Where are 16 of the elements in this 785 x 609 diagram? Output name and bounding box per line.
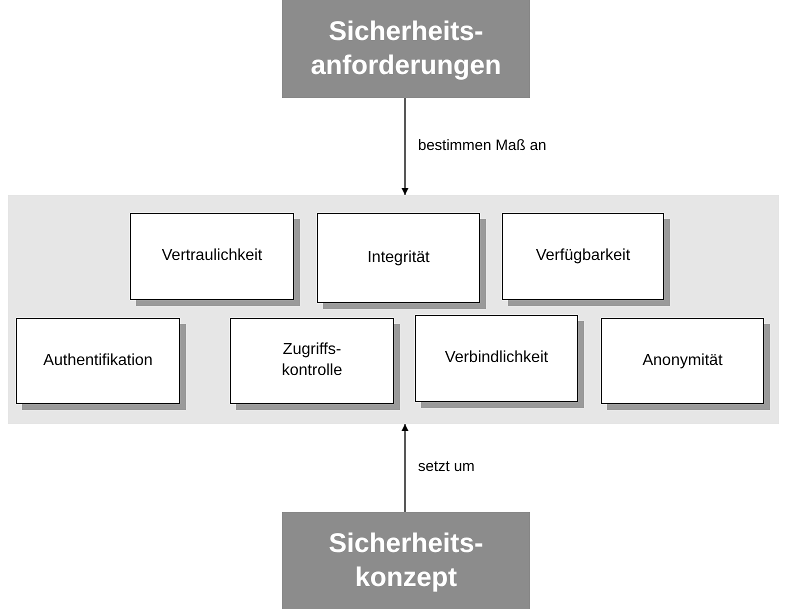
node-text: Zugriffs- kontrolle — [280, 340, 344, 381]
edge-label: bestimmen Maß an — [418, 136, 546, 154]
edge-label: setzt um — [418, 458, 475, 475]
node-text: Verbindlichkeit — [444, 348, 548, 368]
node-text: Authentifikation — [43, 350, 153, 371]
node-text: Vertraulichkeit — [162, 246, 262, 266]
node-text: Integrität — [367, 248, 430, 268]
arrow — [402, 98, 408, 195]
node-text: Sicherheits- anforderungen — [310, 15, 502, 82]
arrow — [402, 424, 408, 512]
concept-box — [282, 512, 530, 609]
node-text: Anonymität — [642, 350, 723, 371]
group-panel — [8, 195, 779, 424]
node-text: Verfügbarkeit — [536, 246, 630, 266]
node-text: Sicherheits- konzept — [328, 526, 484, 594]
concept-box — [282, 0, 530, 98]
